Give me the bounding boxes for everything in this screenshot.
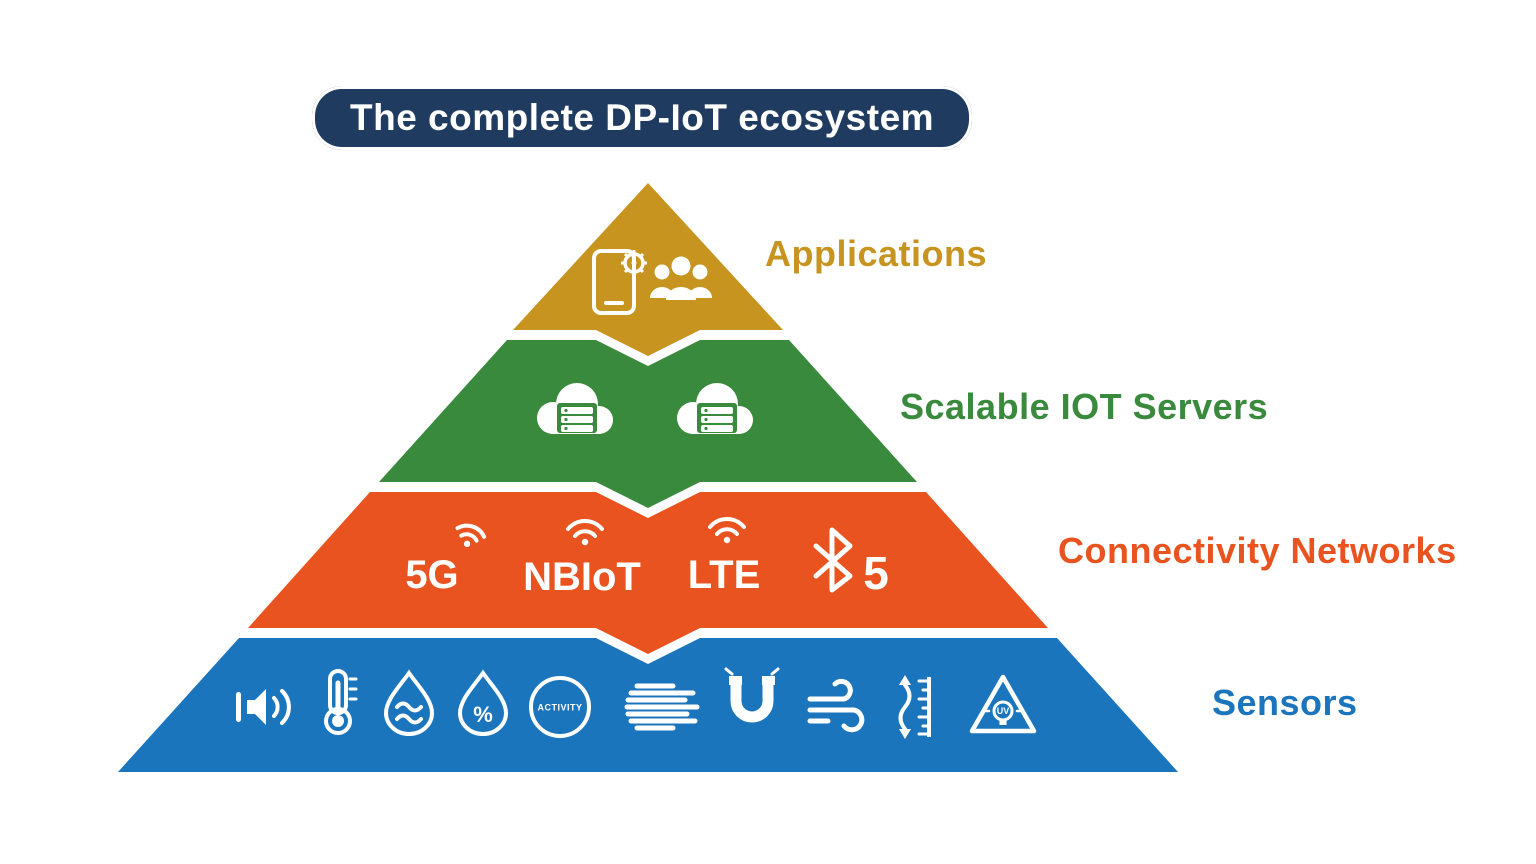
smartphone-gear-icon [592, 249, 647, 315]
nbiot-signal-icon [566, 518, 604, 546]
uv-sensor-icon: UV [969, 674, 1037, 734]
cloud-server-icon [677, 383, 753, 434]
water-waves-sensor-icon [383, 669, 435, 736]
network-nbiot-label: NBIoT [523, 555, 641, 599]
wind-sensor-icon [807, 678, 865, 733]
connectivity-layer-shape [248, 492, 1048, 654]
connectivity-label: Connectivity Networks [1058, 530, 1457, 571]
vibration-sensor-icon [898, 675, 931, 739]
applications-label: Applications [765, 233, 988, 274]
light-sensor-icon [624, 683, 700, 731]
sound-sensor-icon [236, 689, 291, 725]
servers-label: Scalable IOT Servers [900, 386, 1269, 427]
temperature-sensor-icon [324, 669, 358, 735]
bluetooth-icon [813, 527, 853, 593]
network-lte-label: LTE [688, 553, 761, 597]
people-group-icon [650, 256, 712, 300]
humidity-sensor-icon: % [457, 669, 509, 736]
humidity-percent-label: % [473, 702, 493, 727]
magnetic-sensor-icon [724, 667, 780, 723]
uv-label: UV [997, 706, 1010, 716]
wifi-5g-icon [455, 523, 487, 548]
activity-sensor-icon: ACTIVITY [529, 676, 591, 738]
bluetooth-version-label: 5 [863, 547, 889, 599]
diagram-title: The complete DP-IoT ecosystem [312, 86, 973, 150]
network-5g-label: 5G [405, 553, 458, 597]
applications-layer-shape [513, 183, 783, 356]
sensors-label: Sensors [1212, 682, 1358, 723]
cloud-server-icon [537, 383, 613, 434]
lte-signal-icon [708, 516, 746, 544]
activity-label: ACTIVITY [537, 703, 582, 713]
servers-layer-shape [379, 340, 917, 508]
